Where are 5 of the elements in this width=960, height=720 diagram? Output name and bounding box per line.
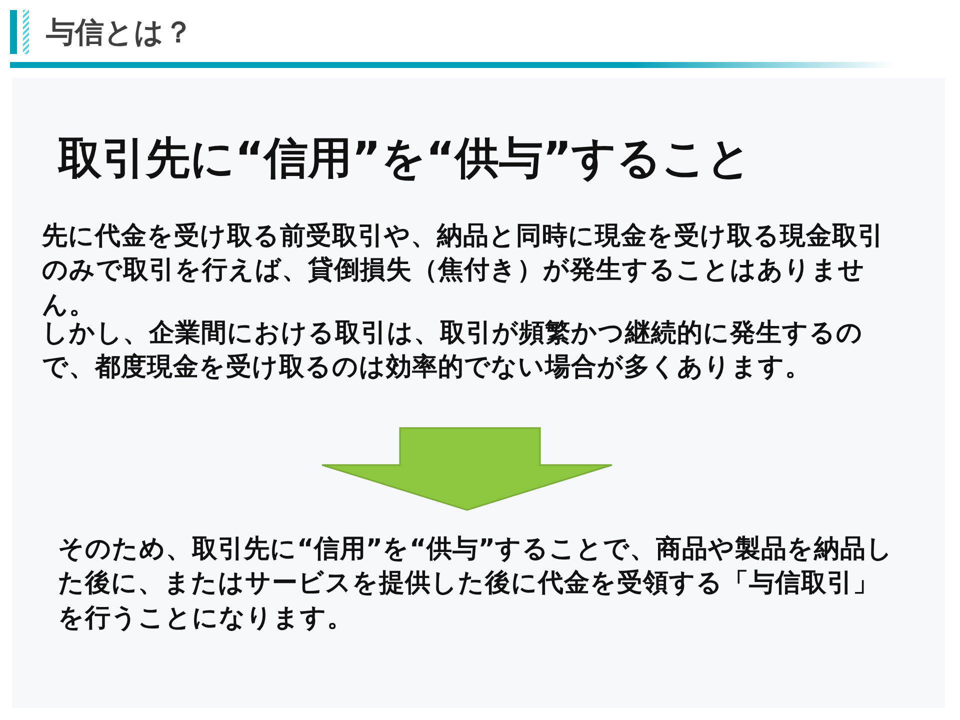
paragraph: そのため、取引先に“信用”を“供与”することで、商品や製品を納品した後に、またはサービスを提供した後に代金を受領する「与信取引」を行うことになります。 bbox=[58, 533, 894, 635]
paragraph: しかし、企業間における取引は、取引が頻繁かつ継続的に発生するので、都度現金を受け取るのは効率的でない場合が多くあります。 bbox=[42, 317, 864, 384]
slide-title: 与信とは？ bbox=[46, 14, 193, 51]
paragraph: 先に代金を受け取る前受取引や、納品と同時に現金を受け取る現金取引のみで取引を行えば、貸倒損失（焦付き）が発生することはありません。 bbox=[42, 220, 885, 320]
headline: 取引先に“信用”を“供与”すること bbox=[58, 132, 753, 186]
